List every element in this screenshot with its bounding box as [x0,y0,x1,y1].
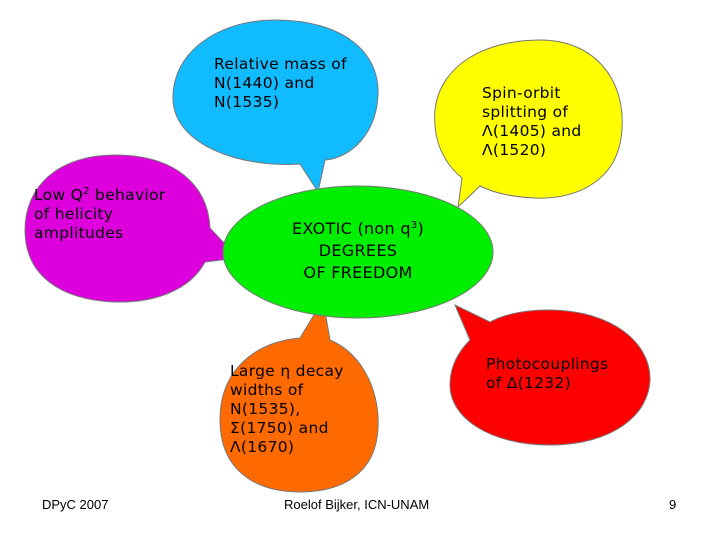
relative-mass-text: Relative mass of N(1440) and N(1535) [214,55,347,112]
photocouplings-text: Photocouplings of Δ(1232) [486,355,608,393]
low-q2-text: Low Q2 behavior of helicity amplitudes [34,186,166,243]
bubble-photocouplings [449,303,651,446]
large-eta-text: Large η decay widths of N(1535), Σ(1750)… [230,362,344,457]
bubble-spin-orbit [434,39,623,209]
spin-orbit-line-4: Λ(1520) [482,141,547,159]
low-q2-line-2: of helicity [34,205,114,223]
page-number: 9 [669,497,677,512]
low-q2-line-1-pre: Low Q [34,186,84,204]
footer-left: DPyC 2007 [42,497,109,512]
center-superscript: 3 [410,220,418,231]
bubble-large-eta [219,298,379,493]
relative-mass-line-3: N(1535) [214,93,280,111]
bubble-spin-orbit-shape [434,39,623,209]
spin-orbit-line-3: Λ(1405) and [482,122,582,140]
center-line-1-post: ) [417,219,425,238]
bubble-large-eta-shape [219,298,379,493]
low-q2-superscript: 2 [83,186,90,197]
center-line-1: EXOTIC (non q3) [238,218,478,240]
spin-orbit-line-1: Spin-orbit [482,84,561,102]
low-q2-line-1-post: behavior [89,186,166,204]
footer-author: Roelof Bijker, ICN-UNAM [284,497,430,512]
large-eta-line-3: N(1535), [230,400,301,418]
bubble-center [222,185,494,319]
bubble-low-q2 [24,154,240,303]
center-text: EXOTIC (non q3) DEGREES OF FREEDOM [238,218,478,284]
large-eta-line-5: Λ(1670) [230,438,295,456]
large-eta-line-1: Large η decay [230,362,344,380]
low-q2-line-1: Low Q2 behavior [34,186,166,205]
large-eta-line-2: widths of [230,381,304,399]
photocouplings-line-2: of Δ(1232) [486,374,572,392]
bubble-relative-mass-shape [172,19,379,194]
center-line-2: DEGREES [318,241,398,260]
bubble-center-shape [222,185,494,319]
bubble-relative-mass [172,19,379,194]
low-q2-line-3: amplitudes [34,224,124,242]
bubble-low-q2-shape [24,154,240,303]
photocouplings-line-1: Photocouplings [486,355,609,373]
bubble-photocouplings-shape [449,303,651,446]
relative-mass-line-2: N(1440) and [214,74,315,92]
spin-orbit-text: Spin-orbit splitting of Λ(1405) and Λ(15… [482,84,582,160]
relative-mass-line-1: Relative mass of [214,55,347,73]
large-eta-line-4: Σ(1750) and [230,419,329,437]
center-line-3: OF FREEDOM [303,263,413,282]
center-line-1-pre: EXOTIC (non q [291,219,411,238]
spin-orbit-line-2: splitting of [482,103,569,121]
